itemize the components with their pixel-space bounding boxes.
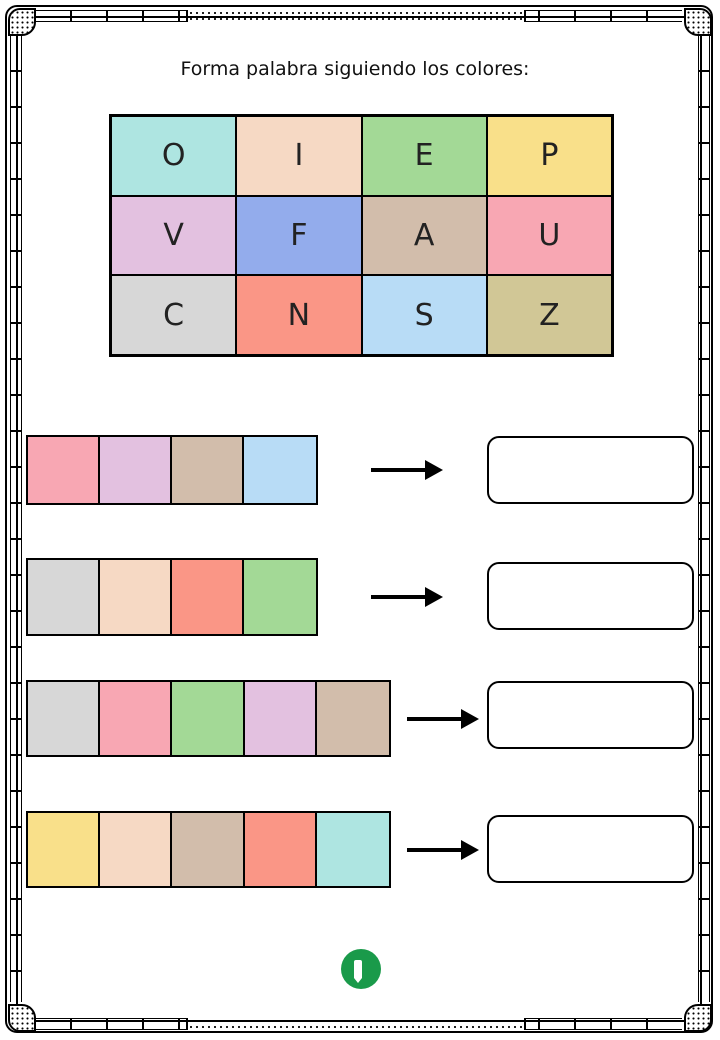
color-key-cell: F [236,195,362,276]
color-key-cell: N [236,275,362,355]
color-square [244,682,317,755]
color-square [172,813,245,886]
corner-ornament [8,1004,36,1032]
color-key-letter: F [290,217,308,253]
answer-box[interactable] [487,815,694,883]
color-square [100,437,173,503]
color-square [172,682,245,755]
color-key-letter: A [413,217,435,253]
color-square [100,560,173,634]
color-square [244,437,317,503]
color-key-cell: S [361,275,487,355]
color-key-letter: V [163,217,184,253]
right-arrow-icon [371,460,443,480]
page-border [5,5,713,1033]
color-square [316,682,389,755]
color-key-cell: P [486,116,612,196]
corner-ornament [8,8,36,36]
color-square [172,560,245,634]
color-key-cell: U [486,195,612,276]
color-square [316,813,389,886]
color-key-cell: V [111,195,237,276]
color-key-letter: S [414,297,434,333]
color-sequence [26,811,391,888]
color-key-letter: Z [539,297,560,333]
color-key-cell: I [236,116,362,196]
corner-ornament [684,8,712,36]
instruction-text: Forma palabra siguiendo los colores: [180,58,530,80]
color-key-letter: C [163,297,185,333]
answer-box[interactable] [487,436,694,504]
right-arrow-icon [407,708,479,729]
color-square [244,560,317,634]
color-key-cell: O [111,116,237,196]
color-key-cell: Z [486,275,612,355]
color-square [244,813,317,886]
color-sequence [26,558,319,636]
inner-border [16,16,702,1022]
right-arrow-icon [407,839,479,860]
corner-ornament [684,1004,712,1032]
color-key-grid: O I E P V F A U C N S Z [109,114,614,357]
color-square [172,437,245,503]
color-key-letter: P [540,138,559,174]
color-key-letter: I [294,138,304,174]
right-arrow-icon [371,587,443,607]
color-square [28,813,101,886]
answer-box[interactable] [487,681,694,749]
color-square [28,437,101,503]
answer-box[interactable] [487,562,694,630]
color-sequence [26,435,319,505]
color-square [100,682,173,755]
color-key-letter: N [287,297,311,333]
color-key-letter: E [414,138,434,174]
color-key-letter: O [161,138,186,174]
color-square [28,560,101,634]
color-key-cell: E [361,116,487,196]
color-square [28,682,101,755]
pencil-logo-icon [341,949,381,989]
color-key-cell: A [361,195,487,276]
color-square [100,813,173,886]
color-key-letter: U [538,217,561,253]
color-sequence [26,680,391,757]
color-key-cell: C [111,275,237,355]
